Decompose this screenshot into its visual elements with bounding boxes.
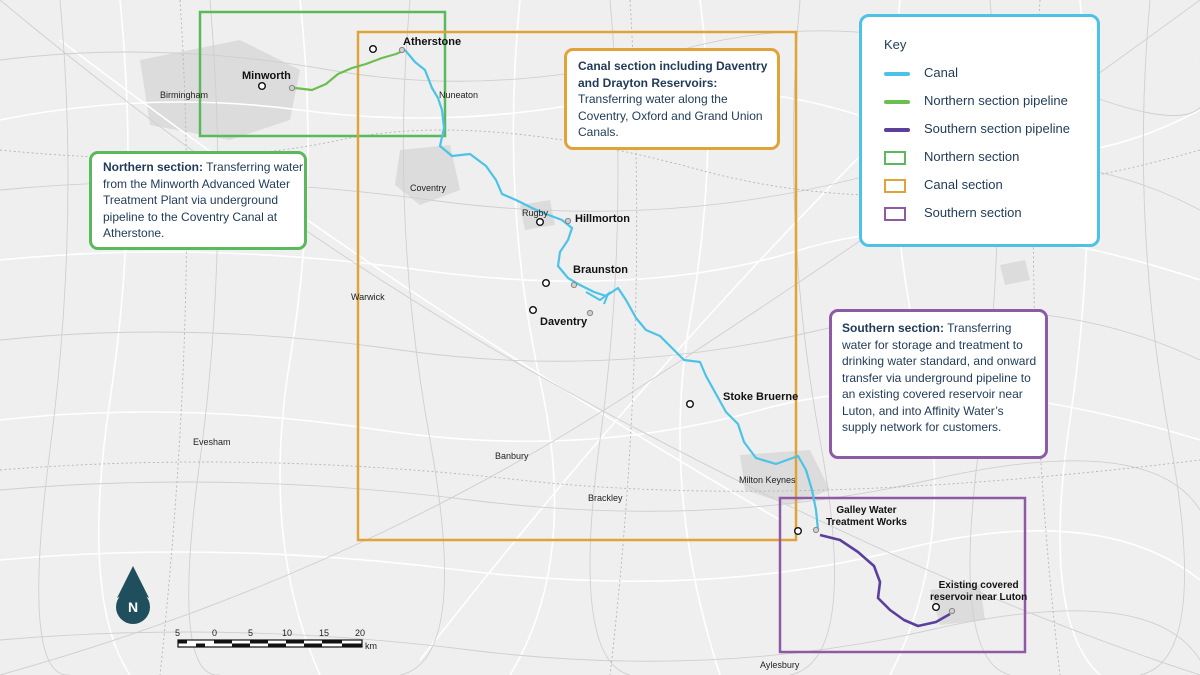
- canal-callout: Canal section including Daventry and Dra…: [564, 48, 780, 150]
- key-box-swatch: [884, 206, 906, 221]
- label-aylesbury: Aylesbury: [760, 660, 800, 670]
- northern-pipeline: [294, 48, 406, 92]
- southern-section-box: [778, 496, 1027, 654]
- compass-circle: [116, 590, 150, 624]
- key-item: Northern section pipeline: [884, 88, 1097, 116]
- reservoir-marker: [932, 603, 941, 612]
- minworth-marker: [258, 81, 267, 90]
- key-item: Southern section: [884, 200, 1097, 228]
- scale-tick-4: 15: [319, 628, 330, 638]
- label-warwick: Warwick: [351, 292, 385, 302]
- scale-tick-0: 5: [175, 628, 181, 638]
- label-evesham: Evesham: [193, 437, 231, 447]
- key-item: Canal: [884, 60, 1097, 88]
- canal-callout-text: Transferring water along the Coventry, O…: [578, 92, 763, 139]
- braunston-spur: [585, 291, 611, 305]
- label-minworth: Minworth: [242, 70, 291, 82]
- label-banbury: Banbury: [495, 451, 529, 461]
- urban-areas: [140, 40, 1030, 625]
- label-coventry: Coventry: [410, 183, 447, 193]
- northern-section-box: [198, 10, 447, 138]
- canal-callout-heading: Canal section including Daventry and Dra…: [578, 59, 768, 90]
- label-birmingham: Birmingham: [160, 90, 209, 100]
- braunston-marker: [542, 279, 551, 288]
- label-galley: Galley Water Treatment Works: [826, 505, 907, 528]
- atherstone-marker: [369, 45, 378, 54]
- key-item-label: Canal: [924, 65, 958, 81]
- northern-callout-text: Transferring water from the Minworth Adv…: [103, 160, 304, 240]
- key-item: Southern section pipeline: [884, 116, 1097, 144]
- northern-callout-heading: Northern section:: [103, 160, 204, 174]
- key-item-label: Southern section: [924, 205, 1022, 221]
- label-milton-keynes: Milton Keynes: [739, 475, 796, 485]
- daventry-marker: [529, 306, 538, 315]
- key-item-label: Canal section: [924, 177, 1003, 193]
- southern-callout: Southern section: Transferring water for…: [829, 309, 1048, 459]
- southern-callout-text: Transferring water for storage and treat…: [842, 321, 1037, 434]
- label-hillmorton: Hillmorton: [575, 213, 630, 225]
- label-brackley: Brackley: [588, 493, 623, 503]
- minor-markers: [288, 46, 956, 615]
- scale-tick-2: 5: [248, 628, 254, 638]
- label-reservoir: Existing covered reservoir near Luton: [930, 580, 1028, 603]
- scale-bar: [177, 639, 363, 648]
- key-box-swatch: [884, 178, 906, 193]
- galley-marker: [794, 527, 803, 536]
- key-item: Canal section: [884, 172, 1097, 200]
- scale-unit: km: [365, 641, 377, 651]
- key-line-swatch: [884, 127, 910, 132]
- northern-callout: Northern section: Transferring water fro…: [89, 151, 307, 250]
- place-markers: [258, 45, 941, 612]
- compass-letter: N: [128, 599, 138, 615]
- compass: N: [116, 566, 150, 624]
- label-braunston: Braunston: [573, 264, 628, 276]
- label-nuneaton: Nuneaton: [439, 90, 479, 100]
- label-rugby: Rugby: [522, 208, 549, 218]
- section-boxes: [198, 10, 1027, 654]
- canal-line: [404, 49, 820, 531]
- canal-section-box: [356, 30, 798, 542]
- key-box-swatch: [884, 150, 906, 165]
- key-item-label: Northern section pipeline: [924, 93, 1068, 109]
- label-atherstone: Atherstone: [403, 36, 462, 48]
- scale-tick-3: 10: [282, 628, 293, 638]
- label-stoke-bruerne: Stoke Bruerne: [723, 391, 799, 403]
- label-daventry: Daventry: [540, 316, 588, 328]
- hillmorton-marker: [536, 217, 545, 226]
- key-item-label: Northern section: [924, 149, 1020, 165]
- key-title: Key: [884, 37, 907, 52]
- key-item-label: Southern section pipeline: [924, 121, 1070, 137]
- scale-tick-5: 20: [355, 628, 366, 638]
- key-item: Northern section: [884, 144, 1097, 172]
- scale-tick-1: 0: [212, 628, 218, 638]
- key-line-swatch: [884, 71, 910, 76]
- southern-callout-heading: Southern section:: [842, 321, 945, 335]
- compass-arrow-icon: [117, 566, 149, 598]
- southern-pipeline: [819, 533, 951, 628]
- stoke-bruerne-marker: [686, 400, 695, 409]
- key-line-swatch: [884, 99, 910, 104]
